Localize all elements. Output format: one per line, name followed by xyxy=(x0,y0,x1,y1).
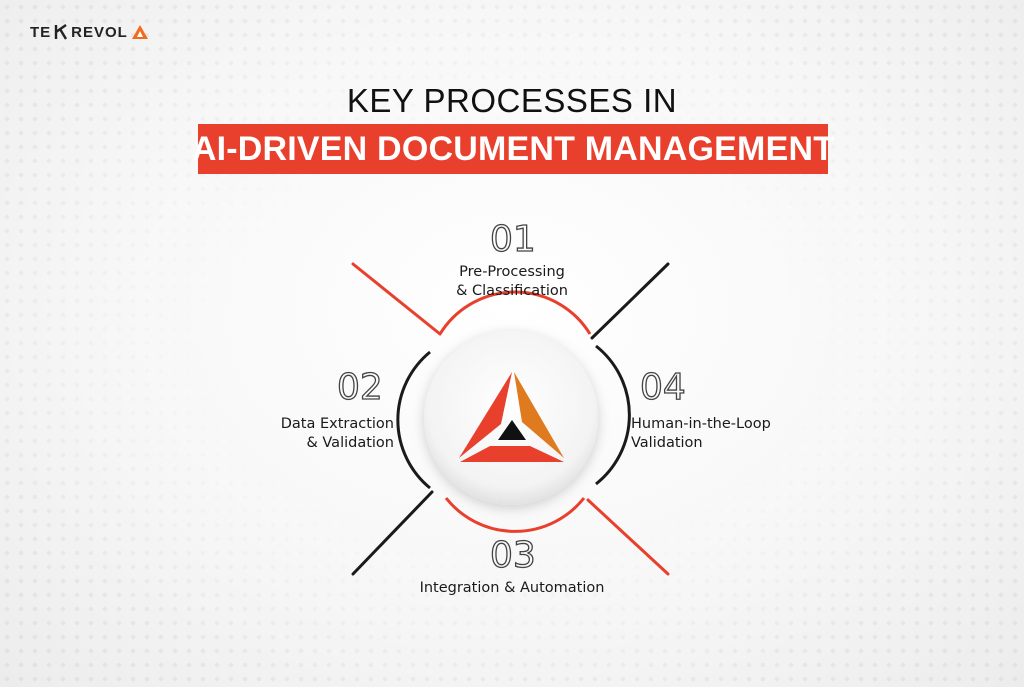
step-label-04: Human-in-the-Loop Validation xyxy=(631,415,811,453)
step-label-01-line2: & Classification xyxy=(456,283,568,299)
logo-k-mark-icon xyxy=(54,24,68,40)
logo-text-right: REVOL xyxy=(71,23,128,41)
ring-arc-top xyxy=(438,290,592,335)
step-label-02: Data Extraction & Validation xyxy=(230,415,394,453)
logo-triangle-icon xyxy=(131,25,148,39)
step-label-03-line1: Integration & Automation xyxy=(419,580,605,596)
title-banner: AI-DRIVEN DOCUMENT MANAGEMENT xyxy=(192,124,834,174)
center-circle xyxy=(424,331,598,505)
ring-arc-left xyxy=(396,350,431,490)
step-number-03: 03 xyxy=(489,535,536,576)
logo-text-left: TE xyxy=(30,23,52,41)
title-line-1: KEY PROCESSES IN xyxy=(346,82,678,119)
step-number-01: 01 xyxy=(489,219,536,260)
step-label-03: Integration & Automation xyxy=(392,579,632,598)
step-label-04-line2: Validation xyxy=(631,435,703,451)
connector-line-top-right xyxy=(590,262,670,340)
brand-logo: TE REVOL xyxy=(30,20,149,44)
step-label-04-line1: Human-in-the-Loop xyxy=(631,416,771,432)
step-label-01: Pre-Processing & Classification xyxy=(412,263,612,301)
connector-line-bottom-right xyxy=(586,498,670,576)
ring-arc-right xyxy=(595,344,631,486)
step-number-04: 04 xyxy=(639,367,686,408)
step-label-01-line1: Pre-Processing xyxy=(459,264,565,280)
ring-arc-bottom xyxy=(444,497,586,533)
connector-line-bottom-left xyxy=(351,490,434,576)
step-label-02-line1: Data Extraction xyxy=(280,416,394,432)
step-label-02-line2: & Validation xyxy=(306,435,394,451)
tekrevol-triangle-logo-icon xyxy=(459,372,564,462)
connector-line-top-left xyxy=(351,262,442,336)
step-number-02: 02 xyxy=(336,367,383,408)
